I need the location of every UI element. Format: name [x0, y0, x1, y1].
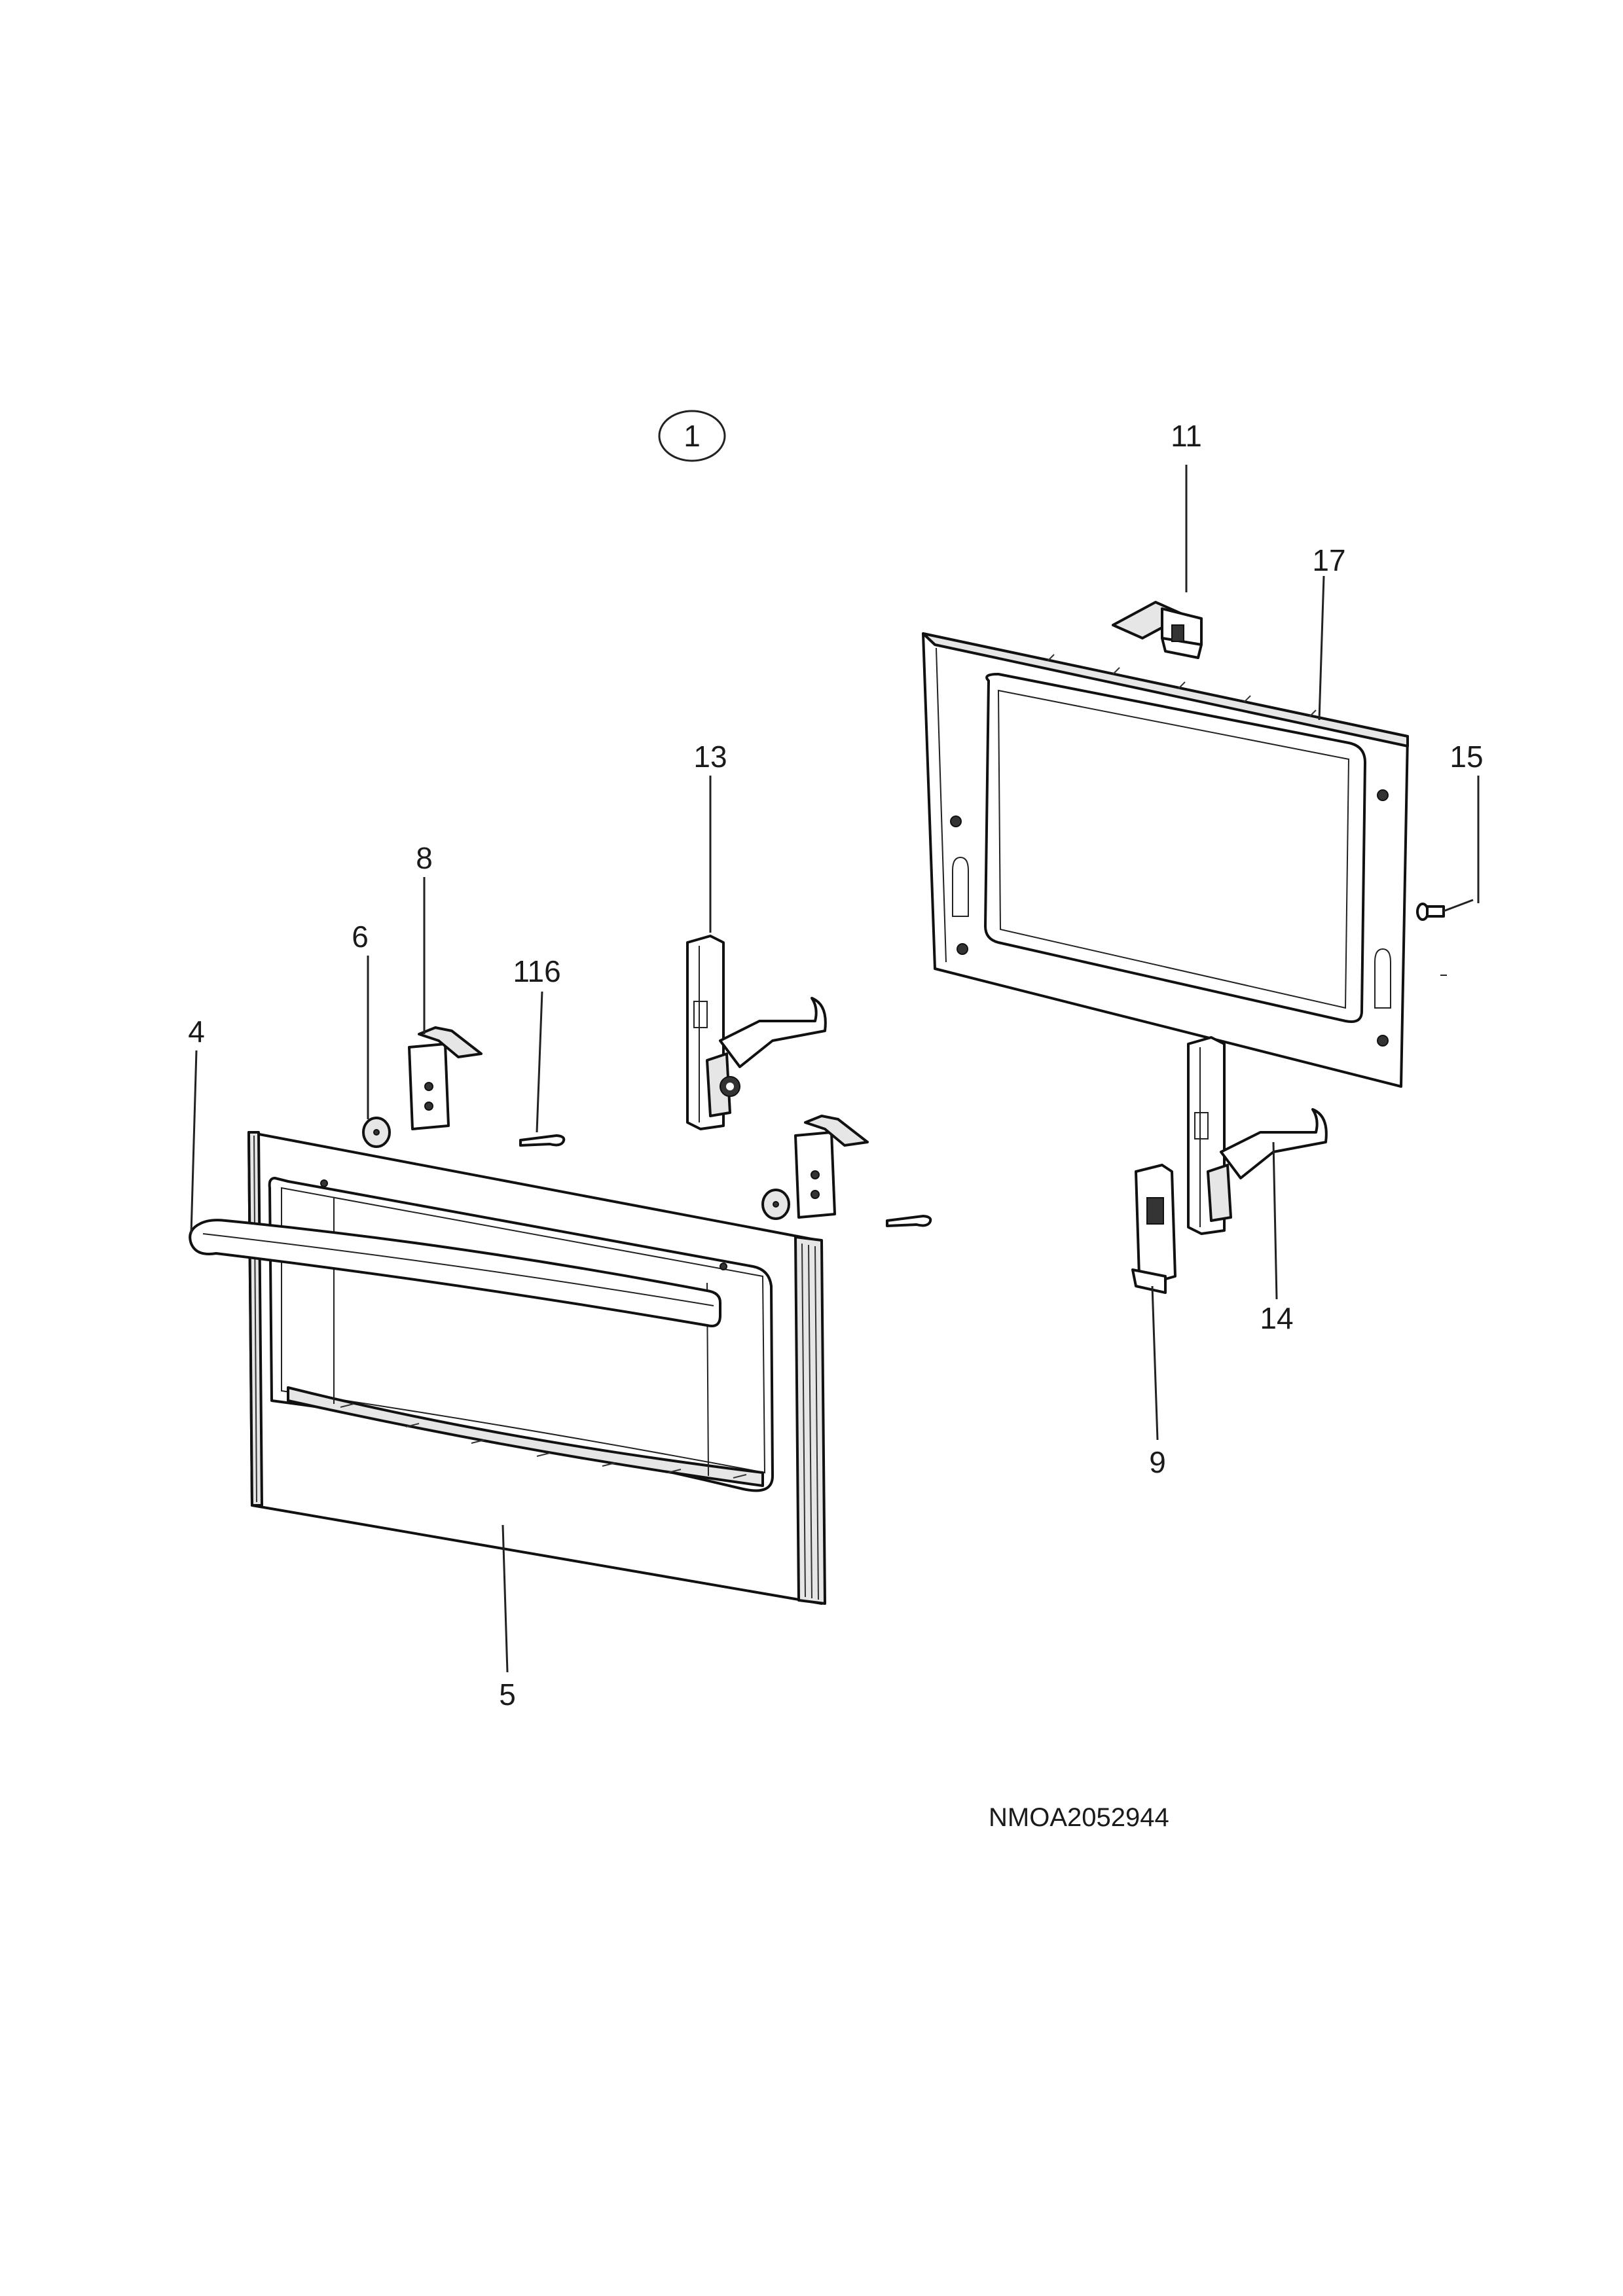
part-6-washer-right	[761, 1189, 790, 1220]
callout-15: 15	[1450, 740, 1483, 774]
part-11-top-clip	[1112, 601, 1203, 659]
callout-9: 9	[1149, 1445, 1166, 1479]
part-15-screw	[1416, 899, 1474, 921]
part-6-washer-left	[362, 1117, 391, 1148]
callout-14: 14	[1260, 1301, 1293, 1335]
callout-17: 17	[1312, 543, 1345, 577]
callout-11: 11	[1171, 419, 1202, 453]
part-5-outer-door	[247, 1131, 826, 1605]
part-17-inner-door-frame	[922, 632, 1409, 1088]
part-116-pin-right	[886, 1215, 932, 1227]
callout-8: 8	[416, 841, 433, 875]
part-8-hinge-bracket-right	[794, 1115, 869, 1219]
part-4-door-handle	[189, 1219, 721, 1327]
part-8-hinge-bracket-left	[408, 1026, 483, 1130]
callout-5: 5	[499, 1677, 516, 1712]
callout-13: 13	[693, 740, 727, 774]
part-9-hinge-receiver	[1131, 1164, 1176, 1294]
callout-labels: 11 17 15 13 8 6 116 4 14 9 5	[188, 419, 1483, 1712]
part-116-pin-left	[519, 1134, 566, 1147]
part-13-left-hinge	[686, 935, 827, 1130]
drawing-code: NMOA2052944	[989, 1803, 1169, 1832]
callout-4: 4	[188, 1014, 205, 1049]
assembly-number-marker: 1	[658, 410, 726, 462]
assembly-number: 1	[684, 419, 701, 453]
callout-6: 6	[352, 920, 369, 954]
callout-116: 116	[513, 954, 560, 988]
leader-lines	[190, 465, 1480, 1673]
part-14-right-hinge	[1187, 1036, 1328, 1235]
